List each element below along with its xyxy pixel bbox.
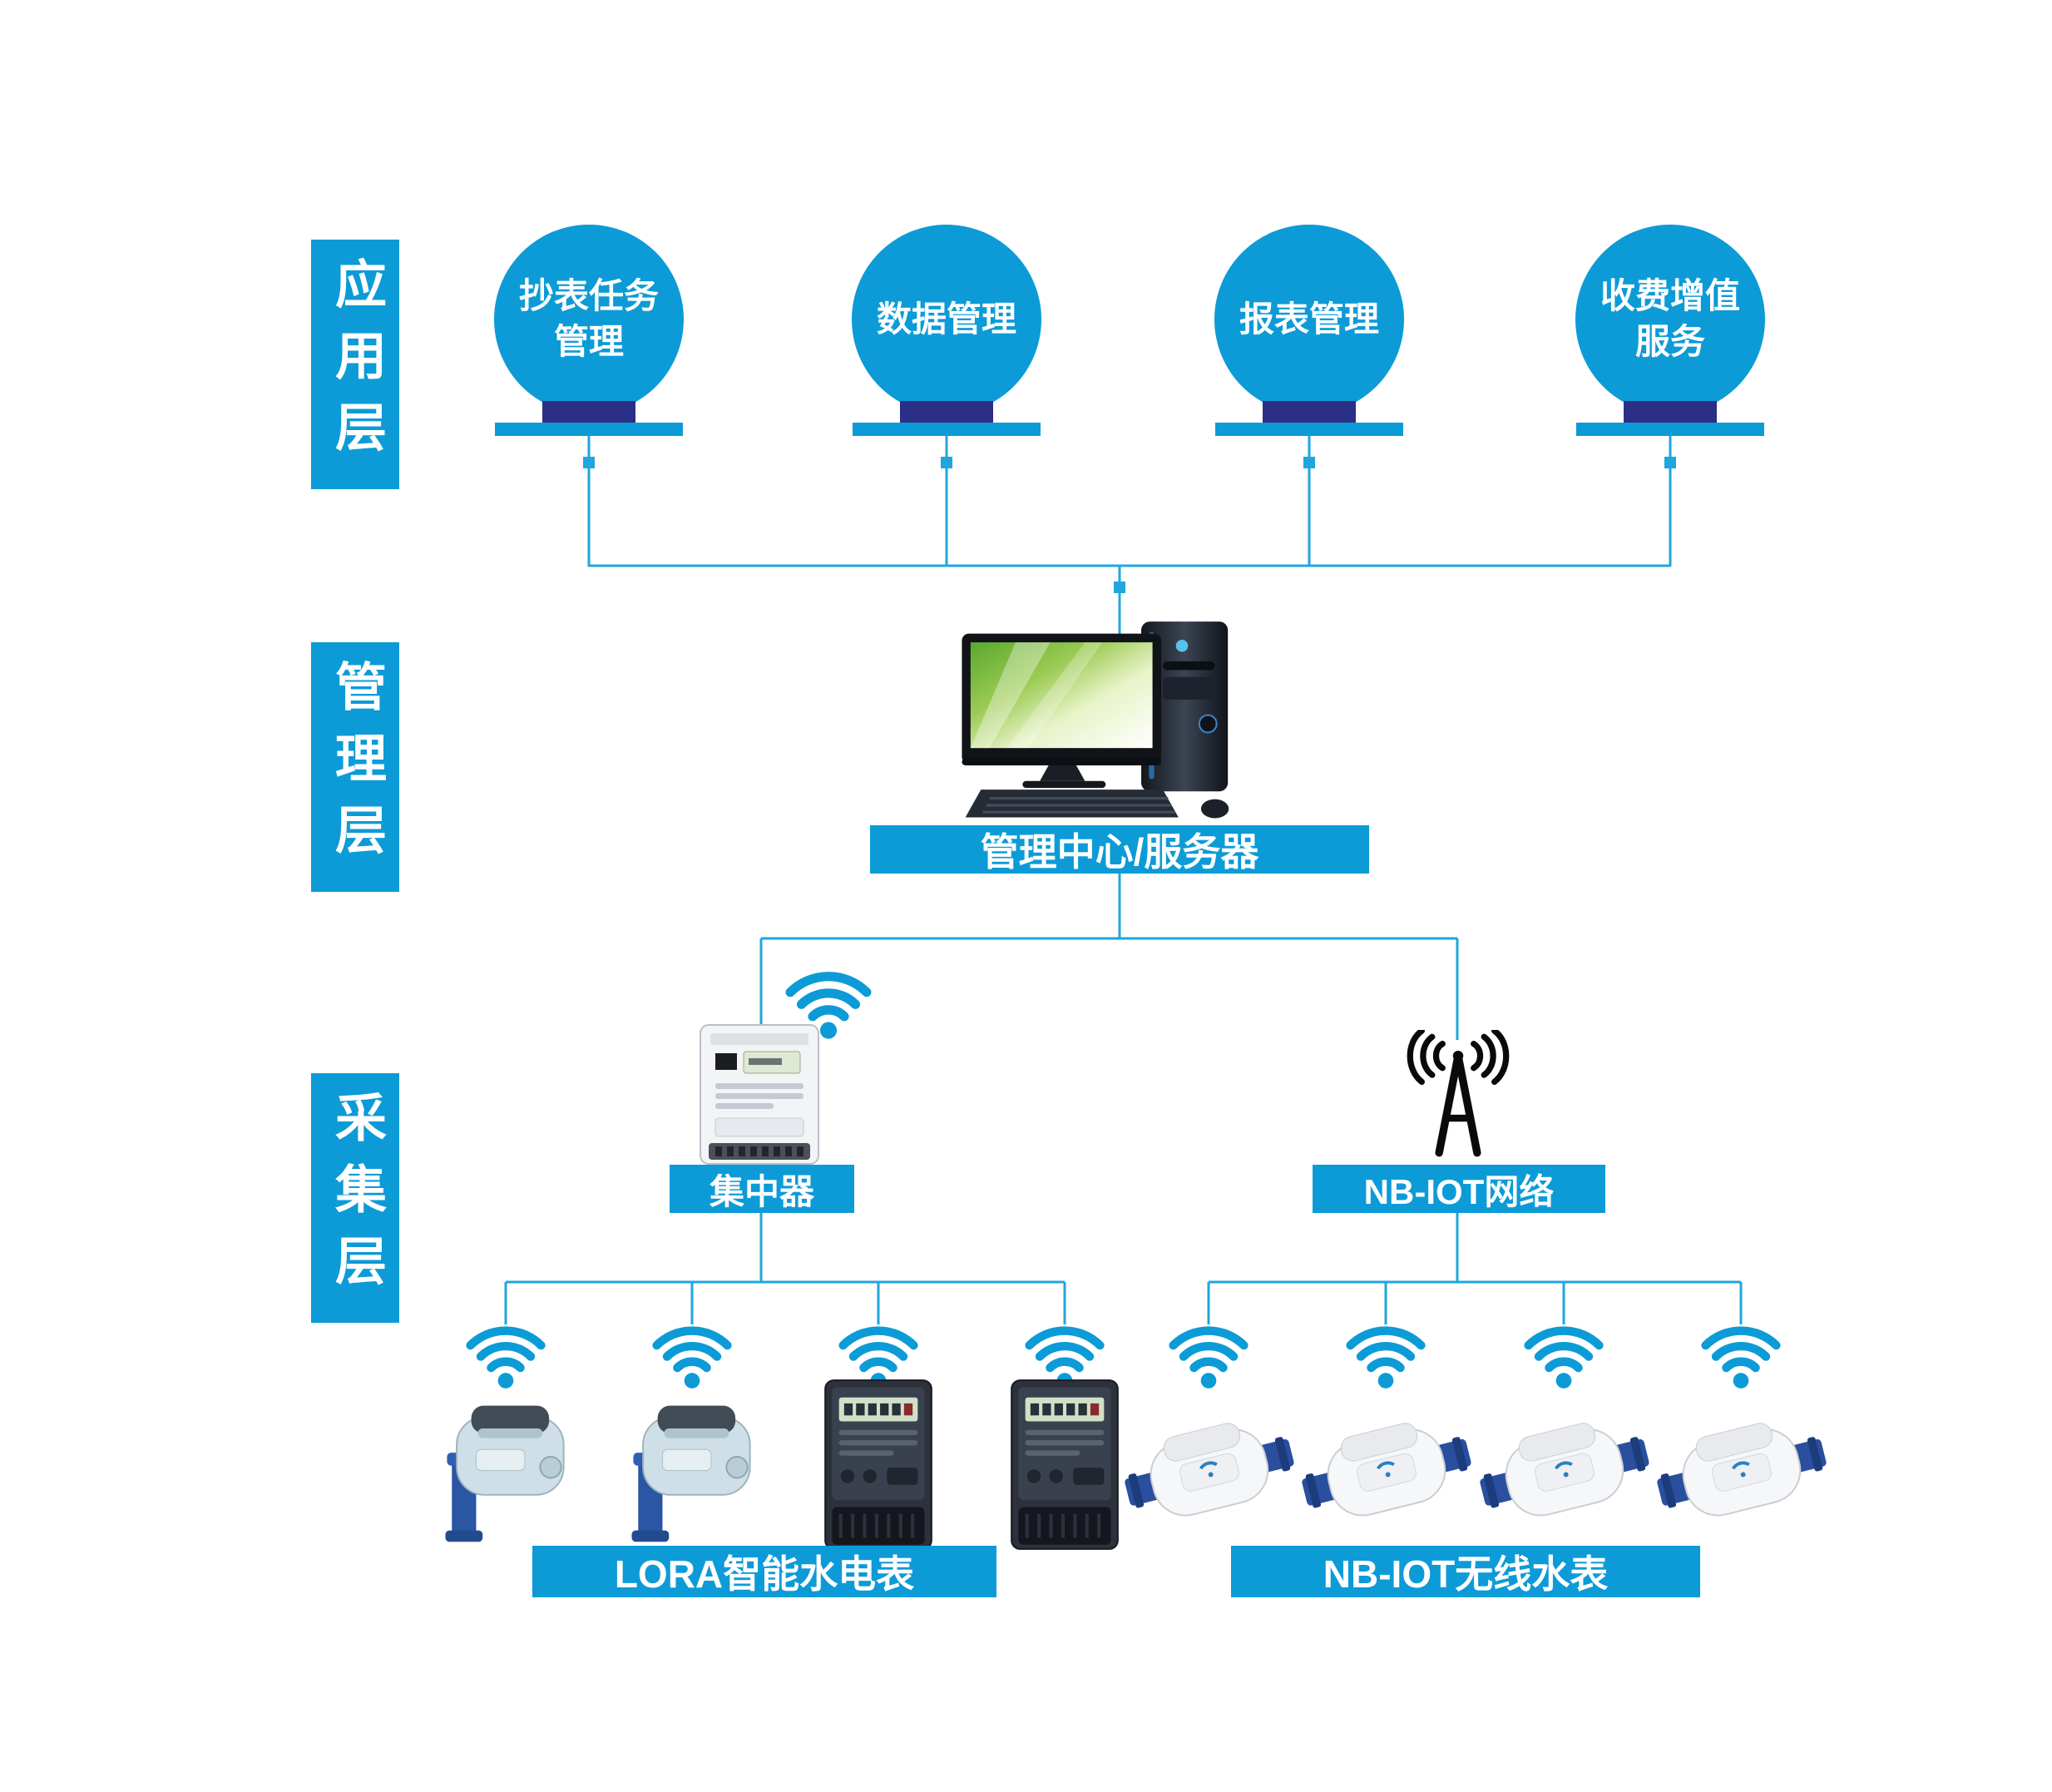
wifi-icon (462, 1319, 549, 1391)
pedestal-base (853, 423, 1041, 436)
app-node-meter-reading-task: 抄表任务 管理 (494, 225, 684, 414)
management-server-computer-image (960, 620, 1230, 820)
pedestal-top (1624, 401, 1717, 423)
electric-meter-image (822, 1377, 935, 1552)
nbiot-water-meter-image (1122, 1408, 1295, 1531)
lora-devices-label: LORA智能水电表 (532, 1546, 996, 1597)
app-node-billing-services: 收费增值 服务 (1575, 225, 1765, 414)
app-node-data-management: 数据管理 (852, 225, 1041, 414)
pedestal-top (542, 401, 635, 423)
electric-meter-image (1008, 1377, 1121, 1552)
wifi-icon (1698, 1319, 1784, 1391)
nbiot-water-meter-image (1299, 1408, 1472, 1531)
lora-water-meter-image (444, 1404, 565, 1543)
wifi-icon (1342, 1319, 1429, 1391)
nbiot-network-label: NB-IOT网络 (1313, 1165, 1605, 1213)
wifi-icon (1165, 1319, 1252, 1391)
pedestal-base (1576, 423, 1764, 436)
concentrator-meter-image (700, 1024, 819, 1165)
layer-label-management: 管理层 (311, 642, 399, 892)
nbiot-devices-label: NB-IOT无线水表 (1231, 1546, 1700, 1597)
nbiot-water-meter-image (1477, 1408, 1650, 1531)
nbiot-antenna-icon (1397, 1030, 1519, 1160)
concentrator-label: 集中器 (670, 1165, 854, 1213)
app-node-report-management: 报表管理 (1214, 225, 1404, 414)
wifi-icon (1520, 1319, 1607, 1391)
wifi-icon (649, 1319, 735, 1391)
pedestal-top (1263, 401, 1356, 423)
lora-water-meter-image (630, 1404, 751, 1543)
layer-label-collection: 采集层 (311, 1073, 399, 1323)
layer-label-application: 应用层 (311, 240, 399, 489)
pedestal-base (495, 423, 683, 436)
server-label: 管理中心/服务器 (870, 825, 1369, 874)
nbiot-water-meter-image (1654, 1408, 1827, 1531)
pedestal-top (900, 401, 993, 423)
pedestal-base (1215, 423, 1403, 436)
